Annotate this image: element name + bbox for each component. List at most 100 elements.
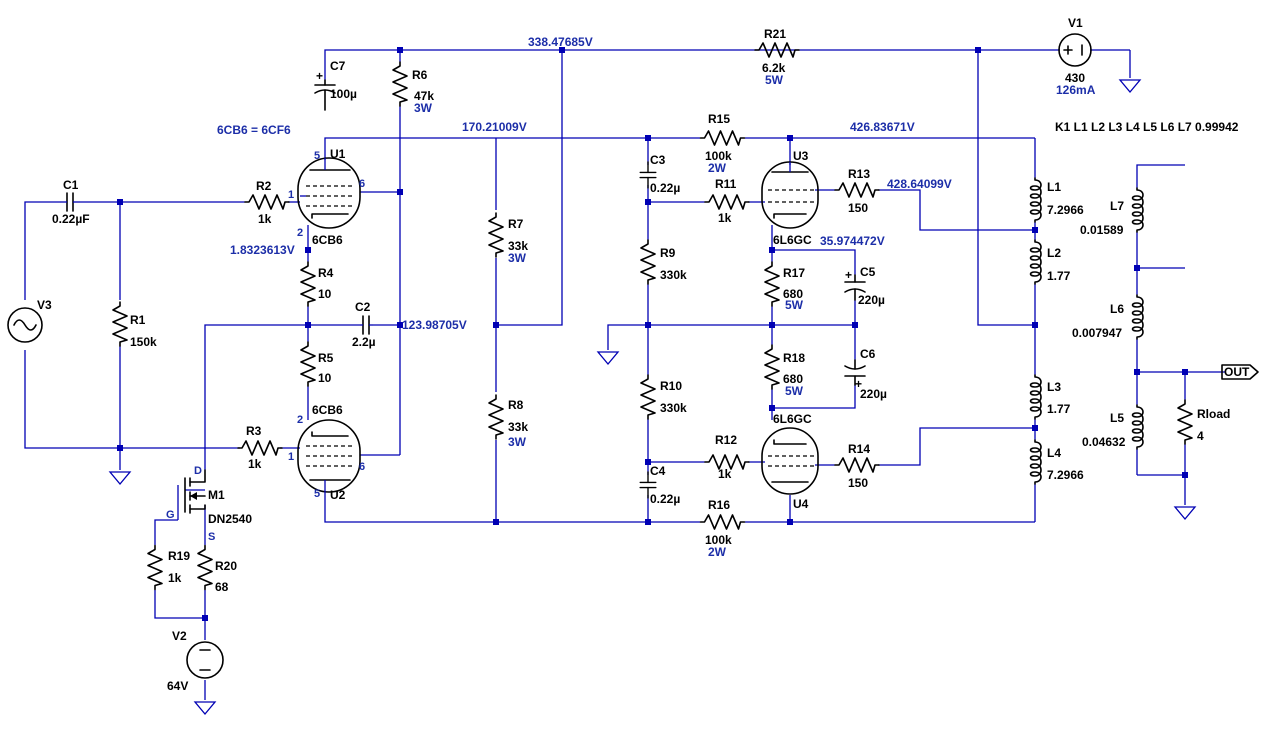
R9-name: R9 bbox=[660, 246, 676, 260]
C5-name: C5 bbox=[860, 265, 876, 279]
L3-name: L3 bbox=[1047, 380, 1061, 394]
L7-value: 0.01589 bbox=[1080, 223, 1124, 237]
U3-name: U3 bbox=[793, 149, 809, 163]
R18-value: 680 bbox=[783, 372, 803, 386]
R15-value: 100k bbox=[705, 149, 732, 163]
V1-symbol bbox=[1058, 33, 1092, 67]
voltage-b-plus: 338.47685V bbox=[528, 35, 593, 49]
R16-power: 2W bbox=[708, 545, 727, 559]
svg-text:+: + bbox=[316, 69, 323, 83]
ground-icon bbox=[597, 351, 619, 365]
M1-model: DN2540 bbox=[208, 512, 252, 526]
R7-power: 3W bbox=[508, 251, 527, 265]
svg-text:+: + bbox=[855, 377, 862, 391]
U2-name: U2 bbox=[330, 488, 346, 502]
U1-tube bbox=[297, 157, 361, 229]
R8-symbol bbox=[488, 394, 504, 440]
M1-mosfet bbox=[184, 469, 206, 514]
R13-value: 150 bbox=[848, 201, 868, 215]
R3-value: 1k bbox=[248, 457, 262, 471]
C3-name: C3 bbox=[650, 153, 666, 167]
R5-name: R5 bbox=[318, 351, 334, 365]
C5-symbol: + bbox=[844, 268, 866, 301]
L4-name: L4 bbox=[1047, 446, 1061, 460]
C6-symbol: + bbox=[844, 359, 866, 391]
R19-symbol bbox=[147, 544, 163, 591]
ground-icon bbox=[109, 471, 131, 485]
R17-name: R17 bbox=[783, 266, 805, 280]
R3-name: R3 bbox=[246, 424, 262, 438]
R17-power: 5W bbox=[785, 298, 804, 312]
voltage-cathode-u3: 35.974472V bbox=[820, 234, 885, 248]
R1-name: R1 bbox=[130, 313, 146, 327]
V2-value: 64V bbox=[167, 679, 188, 693]
R16-value: 100k bbox=[705, 533, 732, 547]
V2-name: V2 bbox=[172, 629, 187, 643]
Rload-name: Rload bbox=[1197, 407, 1230, 421]
R19-value: 1k bbox=[168, 571, 182, 585]
L4-value: 7.2966 bbox=[1047, 468, 1084, 482]
wires bbox=[24, 49, 1225, 700]
R6-power: 3W bbox=[414, 101, 433, 115]
coupling-directive: K1 L1 L2 L3 L4 L5 L6 L7 0.99942 bbox=[1055, 120, 1239, 134]
R7-value: 33k bbox=[508, 239, 528, 253]
R6-symbol bbox=[392, 61, 408, 107]
R15-power: 2W bbox=[708, 161, 727, 175]
L5-value: 0.04632 bbox=[1082, 435, 1126, 449]
R12-value: 1k bbox=[718, 467, 732, 481]
R1-symbol bbox=[112, 301, 128, 347]
C7-value: 100µ bbox=[330, 87, 357, 101]
R3-symbol bbox=[237, 440, 283, 456]
out-flag bbox=[1221, 364, 1259, 380]
V3-name: V3 bbox=[37, 298, 52, 312]
R17-value: 680 bbox=[783, 287, 803, 301]
pin-label: 6 bbox=[359, 461, 365, 473]
R13-symbol bbox=[834, 182, 880, 198]
pin-label: 5 bbox=[314, 488, 320, 500]
R8-value: 33k bbox=[508, 420, 528, 434]
pin-label: S bbox=[208, 531, 215, 543]
R11-value: 1k bbox=[718, 211, 732, 225]
R4-symbol bbox=[300, 261, 316, 307]
V1-current: 126mA bbox=[1056, 83, 1096, 97]
voltage-screen: 428.64099V bbox=[887, 177, 952, 191]
R21-power: 5W bbox=[765, 73, 784, 87]
R2-symbol bbox=[244, 194, 290, 210]
R5-value: 10 bbox=[318, 371, 332, 385]
C2-symbol bbox=[360, 315, 373, 335]
C1-symbol bbox=[60, 192, 80, 212]
L6-value: 0.007947 bbox=[1072, 326, 1122, 340]
R18-symbol bbox=[764, 344, 780, 390]
R21-value: 6.2k bbox=[762, 61, 786, 75]
L6-name: L6 bbox=[1110, 302, 1124, 316]
L3-symbol bbox=[1029, 374, 1042, 420]
C1-value: 0.22µF bbox=[52, 212, 90, 226]
pin-label: 6 bbox=[359, 178, 365, 190]
voltage-output-supply: 426.83671V bbox=[850, 120, 915, 134]
L4-symbol bbox=[1029, 439, 1042, 485]
R11-name: R11 bbox=[715, 177, 737, 191]
R20-value: 68 bbox=[215, 580, 229, 594]
ground-icon bbox=[1119, 79, 1141, 93]
L3-value: 1.77 bbox=[1047, 402, 1071, 416]
R21-name: R21 bbox=[764, 27, 786, 41]
U1-model: 6CB6 bbox=[312, 233, 343, 247]
R6-value: 47k bbox=[414, 89, 434, 103]
C4-name: C4 bbox=[650, 464, 666, 478]
C3-value: 0.22µ bbox=[650, 181, 680, 195]
pin-label: G bbox=[166, 509, 175, 521]
R15-name: R15 bbox=[708, 112, 730, 126]
R16-name: R16 bbox=[708, 498, 730, 512]
M1-name: M1 bbox=[208, 488, 225, 502]
R18-name: R18 bbox=[783, 351, 805, 365]
R10-symbol bbox=[640, 374, 656, 420]
R14-symbol bbox=[834, 457, 880, 473]
R10-value: 330k bbox=[660, 401, 687, 415]
R14-value: 150 bbox=[848, 476, 868, 490]
R20-name: R20 bbox=[215, 559, 237, 573]
ground-icon bbox=[1174, 506, 1196, 520]
V1-value: 430 bbox=[1065, 71, 1085, 85]
U2-tube bbox=[297, 419, 361, 495]
V3-symbol bbox=[7, 307, 43, 343]
